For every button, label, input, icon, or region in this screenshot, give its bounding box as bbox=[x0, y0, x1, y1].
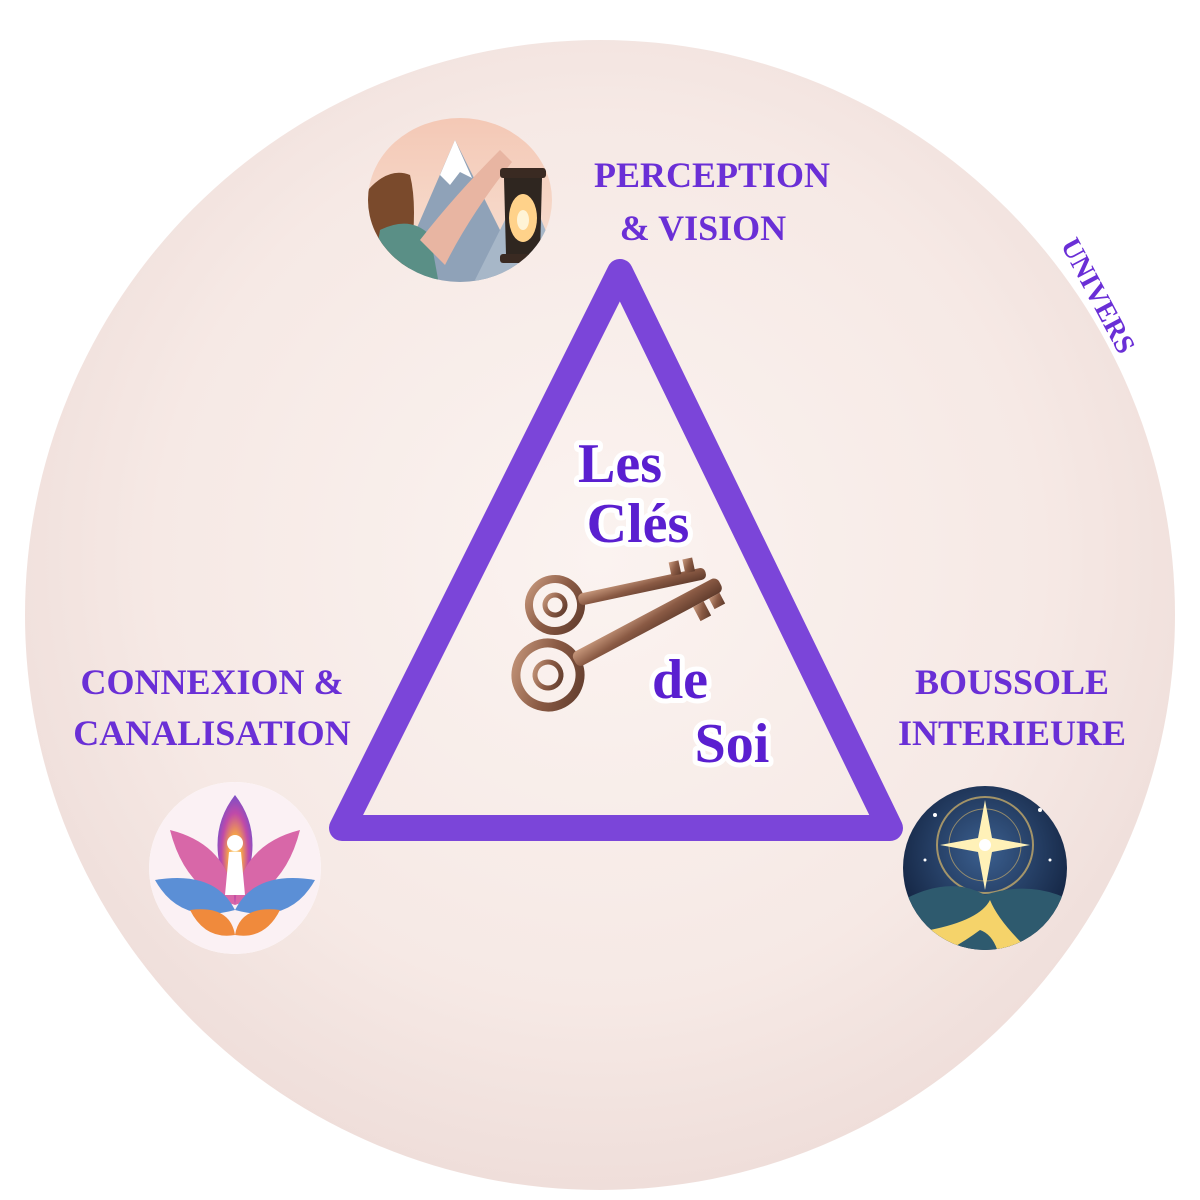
title-line-1: Les bbox=[578, 433, 662, 495]
lotus-illustration bbox=[149, 782, 321, 954]
title-line-4: Soi bbox=[695, 713, 770, 775]
left-node-label-line-2: CANALISATION bbox=[73, 713, 350, 753]
title-line-3: de bbox=[652, 649, 708, 711]
top-node-label-line-1: PERCEPTION bbox=[594, 155, 830, 195]
left-node-label-line-1: CONNEXION & bbox=[80, 662, 343, 702]
keys-illustration bbox=[511, 557, 726, 712]
title-line-2: Clés bbox=[587, 493, 690, 555]
lantern-mountain-illustration bbox=[368, 118, 552, 282]
right-node-label-line-1: BOUSSOLE bbox=[915, 662, 1109, 702]
triangle bbox=[329, 259, 903, 841]
top-node-label-line-2: & VISION bbox=[620, 208, 786, 248]
background-circle bbox=[25, 40, 1175, 1190]
right-node-label-line-2: INTERIEURE bbox=[898, 713, 1126, 753]
